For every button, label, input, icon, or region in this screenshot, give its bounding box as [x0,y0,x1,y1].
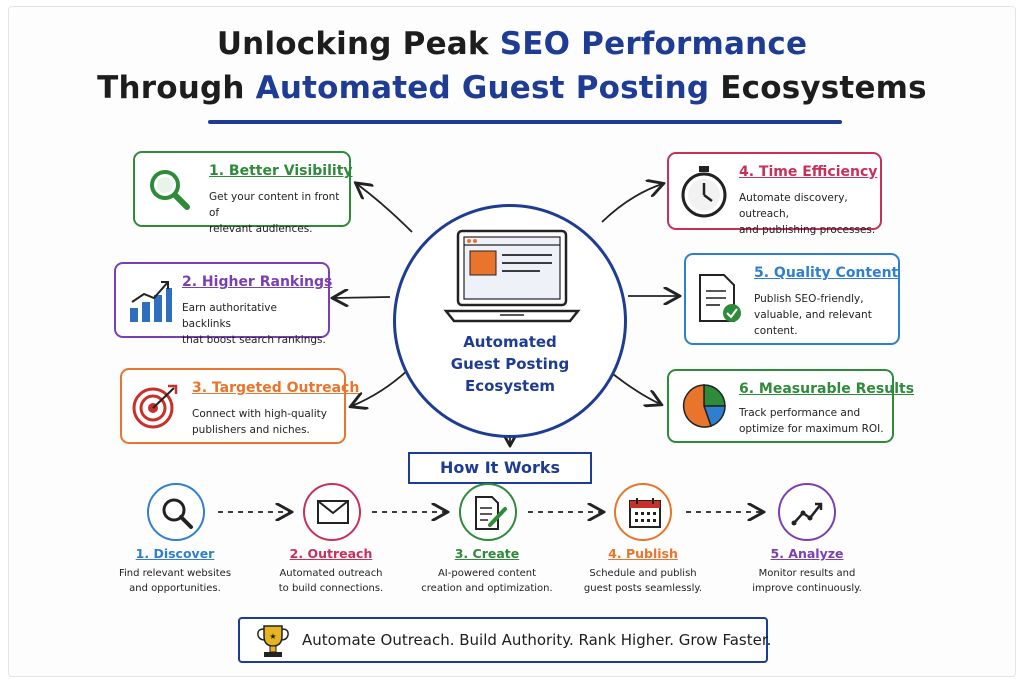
desc-line: Automated outreach [279,568,383,579]
step-circle-publish [614,483,672,541]
benefit-title: 5. Quality Content [754,265,899,281]
step-circle-discover [147,483,205,541]
trophy-icon: ★ [257,625,289,657]
title-line-2-suffix: Ecosystems [709,70,927,106]
trend-line-icon [791,502,823,526]
arrow-to-rankings [334,297,391,298]
hub-label: Automated Guest Posting Ecosystem [396,331,624,397]
step-desc: Schedule and publish guest posts seamles… [568,566,718,596]
document-pen-icon [475,496,507,530]
step-circle-outreach [303,483,361,541]
step-title: 4. Publish [608,546,678,561]
benefit-desc: Get your content in front of relevant au… [209,189,349,237]
step-desc: Monitor results and improve continuously… [732,566,882,596]
benefit-desc: Automate discovery, outreach, and publis… [739,190,880,238]
search-icon [162,498,193,529]
benefit-title: 3. Targeted Outreach [192,380,360,396]
tagline-text: Automate Outreach. Build Authority. Rank… [302,631,772,649]
desc-line: publishers and niches. [192,424,310,436]
desc-line: Get your content in front of [209,191,340,219]
step-title: 3. Create [454,546,520,561]
benefit-title: 4. Time Efficiency [739,164,878,180]
title-line-2: Through Automated Guest Posting Ecosyste… [0,70,1024,106]
desc-line: AI-powered content [437,568,537,579]
desc-line: Publish SEO-friendly, [754,293,864,305]
title-line-1: Unlocking Peak SEO Performance [0,26,1024,62]
desc-line: guest posts seamlessly. [583,583,703,594]
benefit-title: 1. Better Visibility [209,163,353,179]
desc-line: content. [754,325,798,337]
benefit-desc: Earn authoritative backlinks that boost … [182,300,328,348]
desc-line: Schedule and publish [589,568,697,579]
title-underline [208,120,842,124]
desc-line: relevant audiences. [209,223,313,235]
benefit-card-time: 4. Time Efficiency Automate discovery, o… [667,152,882,236]
arrow-to-time [601,184,662,223]
stopwatch-icon [681,166,727,218]
target-icon [132,384,178,429]
desc-line: creation and optimization. [421,583,553,594]
benefit-title: 6. Measurable Results [739,381,915,397]
title-line-2-highlight: Automated Guest Posting [255,70,710,106]
desc-line: valuable, and relevant [754,309,872,321]
desc-line: Find relevant websites [118,568,232,579]
desc-line: optimize for maximum ROI. [739,423,884,435]
arrow-to-visibility [357,184,413,233]
hub-circle: Automated Guest Posting Ecosystem [393,204,627,438]
title-line-1-highlight: SEO Performance [499,26,808,62]
benefit-desc: Publish SEO-friendly, valuable, and rele… [754,291,872,339]
step-title: 1. Discover [135,546,215,561]
benefit-card-visibility: 1. Better Visibility Get your content in… [133,151,353,235]
step-desc: Find relevant websites and opportunities… [100,566,250,596]
benefit-card-results: 6. Measurable Results Track performance … [667,369,914,443]
hub-label-line: Automated [463,333,557,351]
how-it-works-heading: How It Works [439,458,561,477]
document-check-icon [699,274,741,322]
benefit-card-outreach: 3. Targeted Outreach Connect with high-q… [120,368,359,444]
benefit-title: 2. Higher Rankings [182,274,333,290]
benefit-card-quality: 5. Quality Content Publish SEO-friendly,… [684,253,900,345]
step-circle-analyze [778,483,836,541]
desc-line: Earn authoritative backlinks [182,302,277,330]
envelope-icon [317,500,349,524]
laptop-icon [443,229,581,323]
desc-line: and opportunities. [129,583,221,594]
step-desc: AI-powered content creation and optimiza… [412,566,562,596]
how-it-works-ribbon: How It Works [408,452,592,484]
step-title: 5. Analyze [770,546,844,561]
desc-line: that boost search rankings. [182,334,326,346]
magnifier-icon [150,170,190,210]
step-circle-create [459,483,517,541]
tagline-banner: ★ Automate Outreach. Build Authority. Ra… [238,617,772,663]
desc-line: and publishing processes. [739,224,876,236]
desc-line: Monitor results and [758,568,856,579]
desc-line: to build connections. [278,583,384,594]
hub-label-line: Ecosystem [464,377,556,395]
desc-line: Track performance and [739,407,861,419]
benefit-desc: Track performance and optimize for maxim… [739,405,884,437]
title-line-1-prefix: Unlocking Peak [216,26,500,62]
desc-line: Automate discovery, outreach, [739,192,848,220]
bar-chart-icon [130,281,172,322]
hub-label-line: Guest Posting [450,355,570,373]
benefit-desc: Connect with high-quality publishers and… [192,406,327,438]
calendar-icon [629,498,661,528]
desc-line: Connect with high-quality [192,408,327,420]
pie-chart-icon [682,384,726,428]
svg-text:★: ★ [269,632,276,641]
benefit-card-rankings: 2. Higher Rankings Earn authoritative ba… [114,262,333,346]
title-line-2-prefix: Through [97,70,256,106]
desc-line: improve continuously. [752,583,862,594]
step-title: 2. Outreach [289,546,373,561]
step-desc: Automated outreach to build connections. [256,566,406,596]
